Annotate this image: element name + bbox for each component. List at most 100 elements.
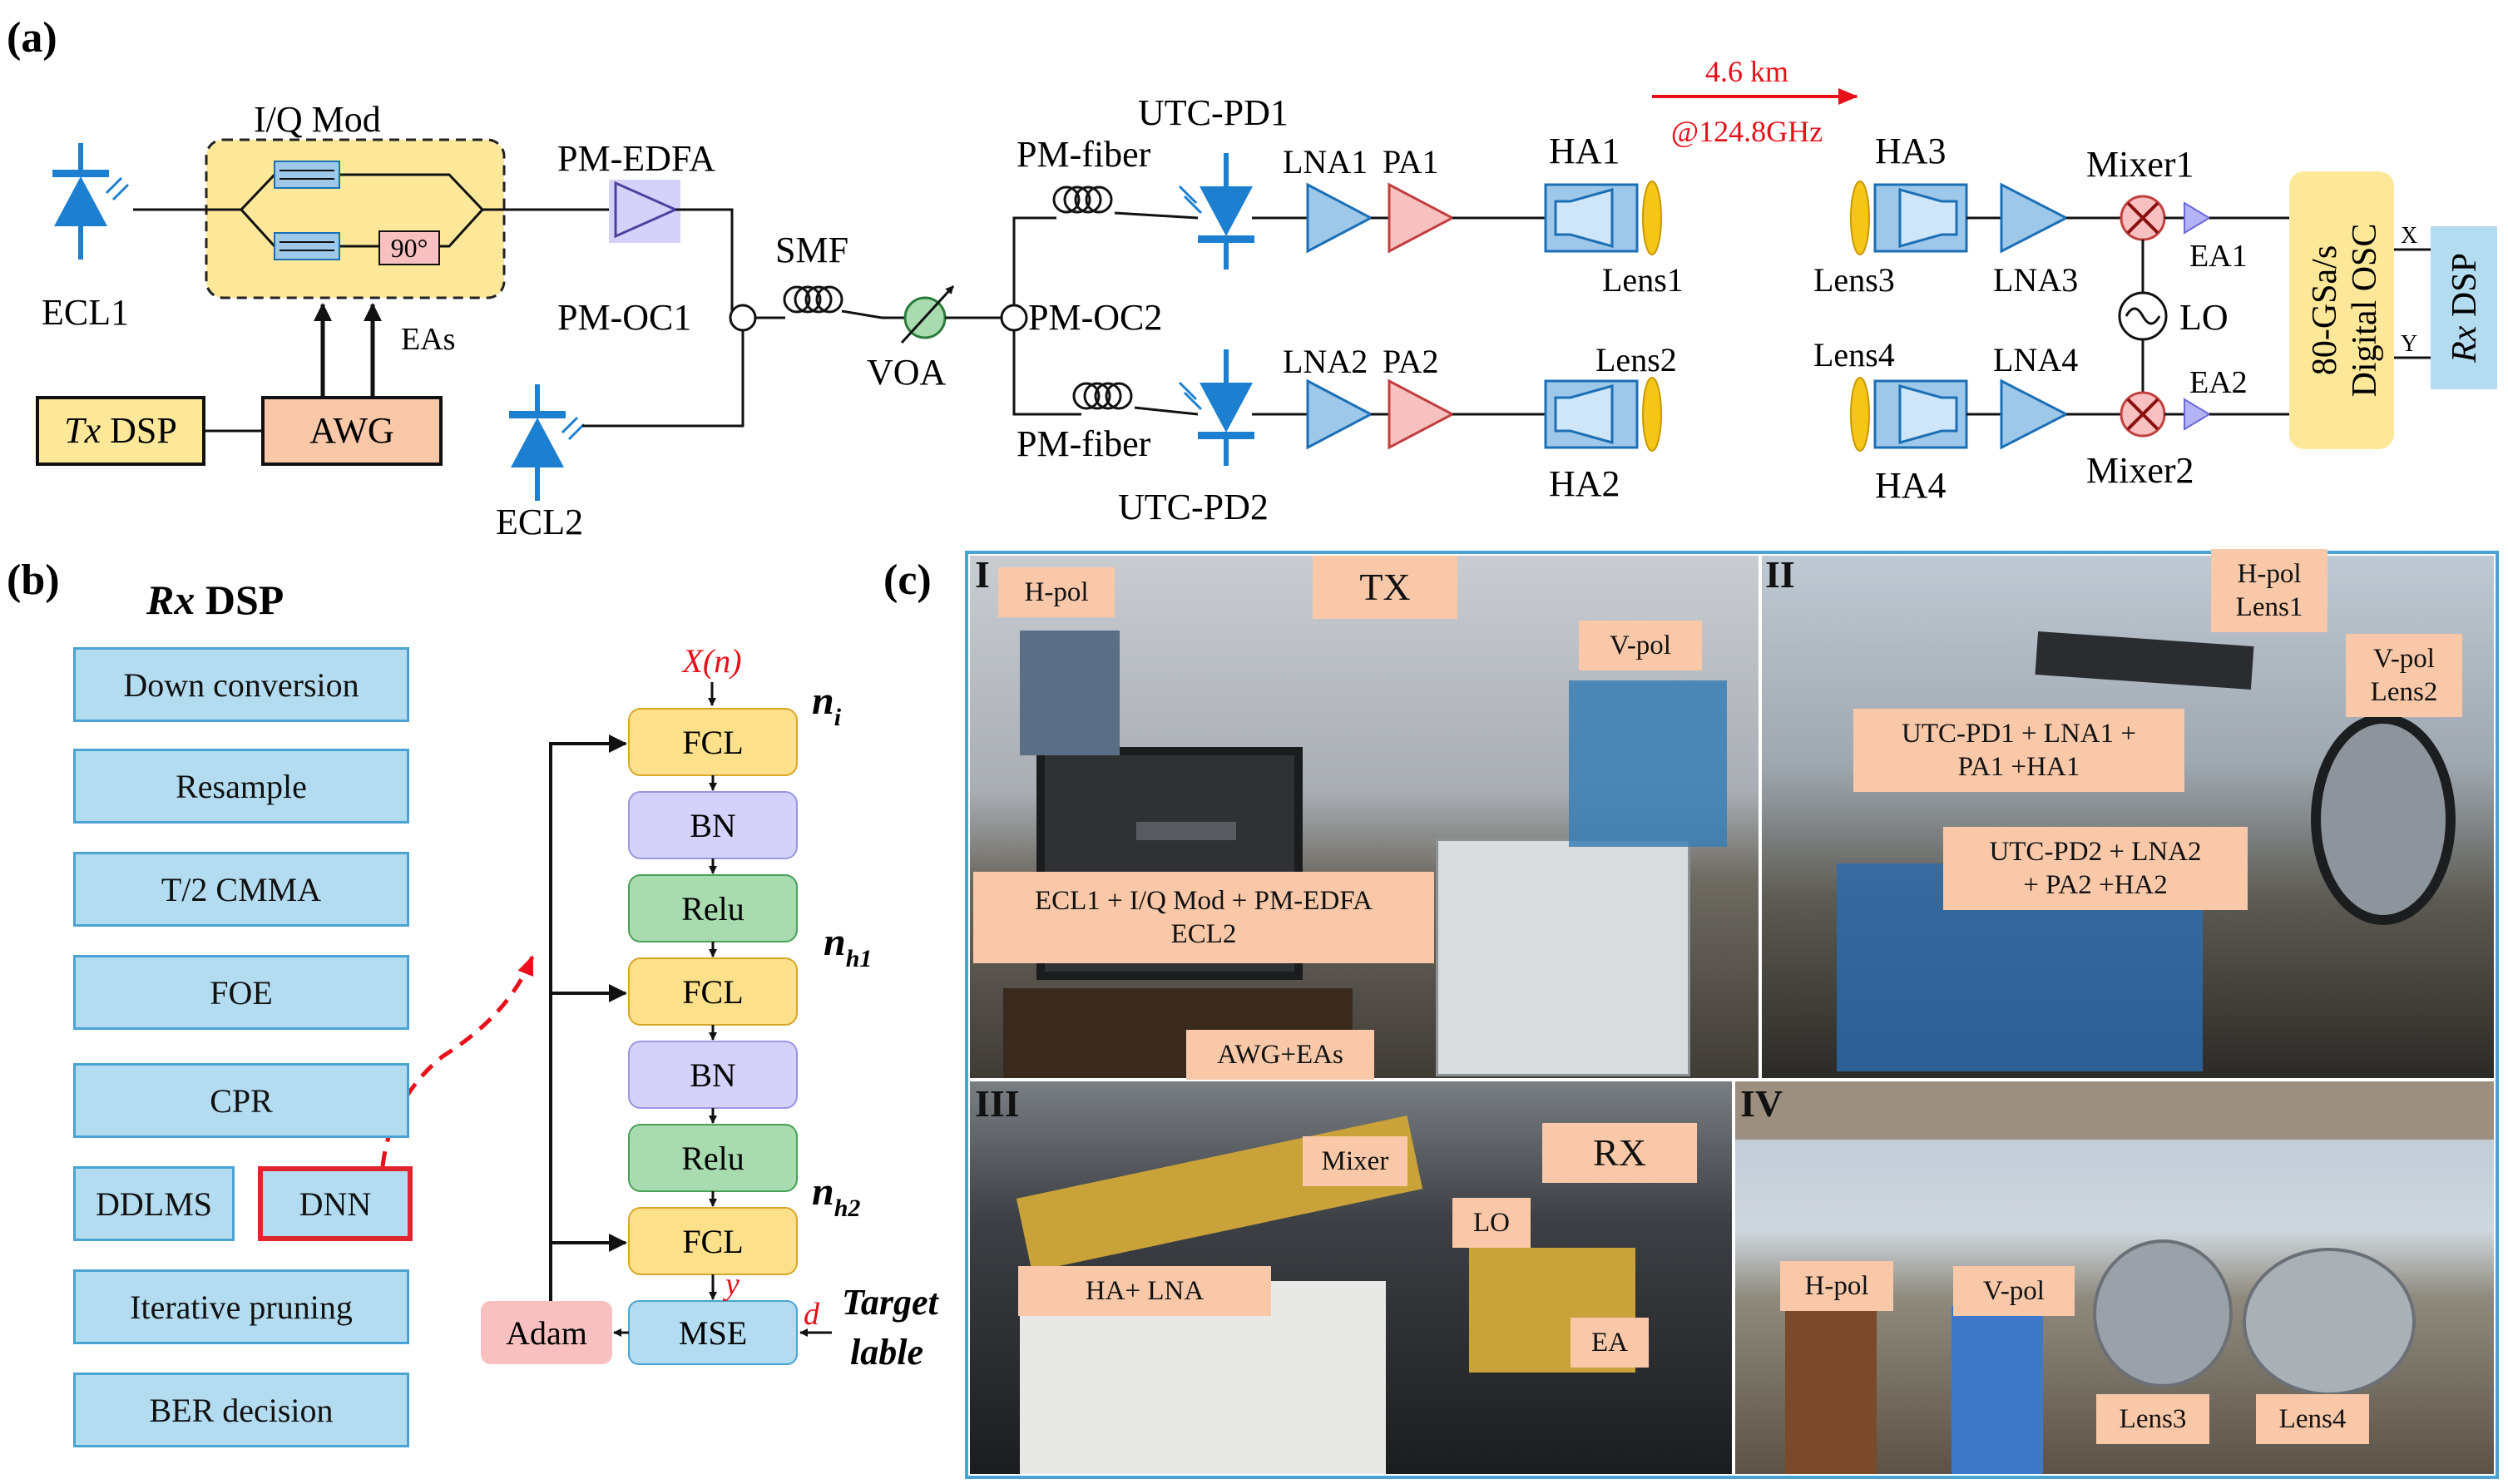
ha1-label: HA1 bbox=[1549, 131, 1620, 171]
photo3-ea-label: EA bbox=[1571, 1318, 1649, 1368]
photo1-roman: I bbox=[975, 553, 990, 596]
ea2-label: EA2 bbox=[2189, 365, 2248, 400]
nn-layer-label-4: BN bbox=[690, 1056, 736, 1094]
pa1-label: PA1 bbox=[1383, 143, 1438, 181]
ha1-horn-antenna-icon bbox=[1544, 183, 1639, 253]
lens3-image bbox=[2093, 1239, 2233, 1388]
ha2-horn-antenna-icon bbox=[1544, 379, 1639, 449]
utc-pd2-photodiode-icon bbox=[1178, 349, 1254, 466]
photo3-roman: III bbox=[975, 1082, 1020, 1125]
photo-grid-frame bbox=[965, 551, 2499, 1479]
utc-pd1-photodiode-icon bbox=[1178, 153, 1254, 270]
mzm-top-icon bbox=[274, 161, 340, 189]
photo3-mixer-label: Mixer bbox=[1303, 1136, 1407, 1186]
photo2-hpol-label: H-pol Lens1 bbox=[2211, 549, 2327, 632]
photo2-pd1-label: UTC-PD1 + LNA1 + PA1 +HA1 bbox=[1853, 709, 2184, 792]
ha4-label: HA4 bbox=[1875, 465, 1947, 506]
photo4-vpol-label: V-pol bbox=[1953, 1266, 2075, 1316]
nn-layer-label-5: Relu bbox=[681, 1140, 744, 1177]
mixer2-icon bbox=[2120, 391, 2166, 438]
d-target-label: d bbox=[804, 1297, 820, 1332]
photo3-lo-label: LO bbox=[1452, 1198, 1531, 1248]
photo4-lens4-label: Lens4 bbox=[2256, 1394, 2369, 1444]
pa2-label: PA2 bbox=[1383, 343, 1438, 380]
frequency-label: @124.8GHz bbox=[1671, 115, 1823, 148]
osc-x-label: X bbox=[2401, 223, 2417, 249]
nn-layer-label-3: FCL bbox=[682, 973, 743, 1011]
lens3-icon bbox=[1850, 181, 1870, 255]
rx-dsp-box bbox=[2431, 226, 2497, 389]
ea1-label: EA1 bbox=[2189, 239, 2248, 274]
digital-osc-box bbox=[2289, 171, 2394, 449]
smf-label: SMF bbox=[775, 230, 848, 270]
photo4-lens3-label: Lens3 bbox=[2096, 1394, 2209, 1444]
nn-layer-label-1: BN bbox=[690, 807, 736, 844]
nn-layer-label-6: FCL bbox=[682, 1223, 743, 1260]
panel-c-tag: (c) bbox=[883, 556, 932, 604]
utc-pd2-label: UTC-PD2 bbox=[1118, 487, 1269, 527]
photo2-vpol-label: V-pol Lens2 bbox=[2346, 634, 2462, 717]
phase-shifter bbox=[378, 230, 440, 265]
rx-dsp-step-cpr: CPR bbox=[73, 1063, 409, 1138]
mixer2-label: Mixer2 bbox=[2086, 450, 2194, 491]
tx-dsp-label: Tx DSP bbox=[64, 410, 177, 451]
nn-layer-label-0: FCL bbox=[682, 724, 743, 761]
rx-dsp-step-t-2-cmma: T/2 CMMA bbox=[73, 852, 409, 927]
lens4-icon bbox=[1850, 377, 1870, 452]
pm-oc1-label: PM-OC1 bbox=[557, 297, 691, 338]
target-label-line1: Target bbox=[842, 1282, 939, 1323]
photo1-ecl-label: ECL1 + I/Q Mod + PM-EDFA ECL2 bbox=[973, 872, 1434, 963]
rx-dsp-title: Rx DSP bbox=[146, 576, 284, 623]
lna1-amplifier-icon bbox=[1306, 182, 1374, 254]
panel-a-tag: (a) bbox=[7, 14, 57, 62]
pm-fiber-bottom-coil-icon bbox=[1072, 382, 1133, 410]
awg-box bbox=[261, 396, 443, 466]
photo1-vpol-label: V-pol bbox=[1579, 621, 1702, 670]
rx-dsp-step-ddlms: DDLMS bbox=[73, 1166, 235, 1241]
y-output-label: y bbox=[722, 1267, 740, 1302]
pa1-amplifier-icon bbox=[1388, 182, 1456, 254]
lo-label: LO bbox=[2179, 297, 2229, 338]
ea1-amplifier-icon bbox=[2184, 201, 2211, 235]
lna3-amplifier-icon bbox=[2000, 182, 2070, 254]
n-h1-label: nh1 bbox=[824, 920, 872, 972]
n-h2-label: nh2 bbox=[812, 1170, 860, 1222]
iq-mod-label: I/Q Mod bbox=[254, 99, 381, 140]
ha4-horn-antenna-icon bbox=[1873, 379, 1968, 449]
phase-shifter-label: 90° bbox=[391, 233, 428, 263]
pm-oc1-coupler bbox=[729, 304, 757, 332]
photo4-hpol-label: H-pol bbox=[1780, 1261, 1893, 1311]
photo1-tx-label: TX bbox=[1313, 556, 1457, 619]
lna4-label: LNA4 bbox=[1993, 341, 2078, 378]
lna2-amplifier-icon bbox=[1306, 378, 1374, 450]
distance-label: 4.6 km bbox=[1705, 55, 1788, 88]
photo3-ha-label: HA+ LNA bbox=[1018, 1266, 1271, 1316]
h-pol-stage-image bbox=[1020, 631, 1120, 755]
lens2-image bbox=[2311, 714, 2456, 925]
rx-dsp-step-dnn: DNN bbox=[258, 1166, 413, 1241]
lna3-label: LNA3 bbox=[1993, 261, 2078, 299]
photo1-hpol-label: H-pol bbox=[998, 567, 1115, 617]
lna2-label: LNA2 bbox=[1283, 343, 1368, 380]
rx-dsp-step-ber-decision: BER decision bbox=[73, 1373, 409, 1447]
pm-oc2-label: PM-OC2 bbox=[1028, 297, 1162, 338]
pm-edfa-amplifier-icon bbox=[614, 181, 679, 239]
osc-y-label: Y bbox=[2401, 331, 2417, 357]
rx-dsp-step-resample: Resample bbox=[73, 749, 409, 824]
lna4-amplifier-icon bbox=[2000, 378, 2070, 450]
lens3-label: Lens3 bbox=[1813, 261, 1895, 299]
photo2-pd2-label: UTC-PD2 + LNA2 + PA2 +HA2 bbox=[1943, 827, 2248, 910]
pa2-amplifier-icon bbox=[1388, 378, 1456, 450]
ecl1-laser-icon bbox=[52, 143, 130, 260]
nn-layer-label-2: Relu bbox=[681, 890, 744, 928]
lens2-label: Lens2 bbox=[1595, 341, 1677, 378]
adam-label: Adam bbox=[506, 1314, 587, 1352]
panel-b-tag: (b) bbox=[7, 556, 60, 604]
rx-dsp-step-down-conversion: Down conversion bbox=[73, 647, 409, 722]
lens1-label: Lens1 bbox=[1602, 261, 1684, 299]
n-i-label: ni bbox=[812, 679, 842, 731]
voa-label: VOA bbox=[867, 352, 947, 393]
target-label-line2: lable bbox=[850, 1332, 923, 1373]
